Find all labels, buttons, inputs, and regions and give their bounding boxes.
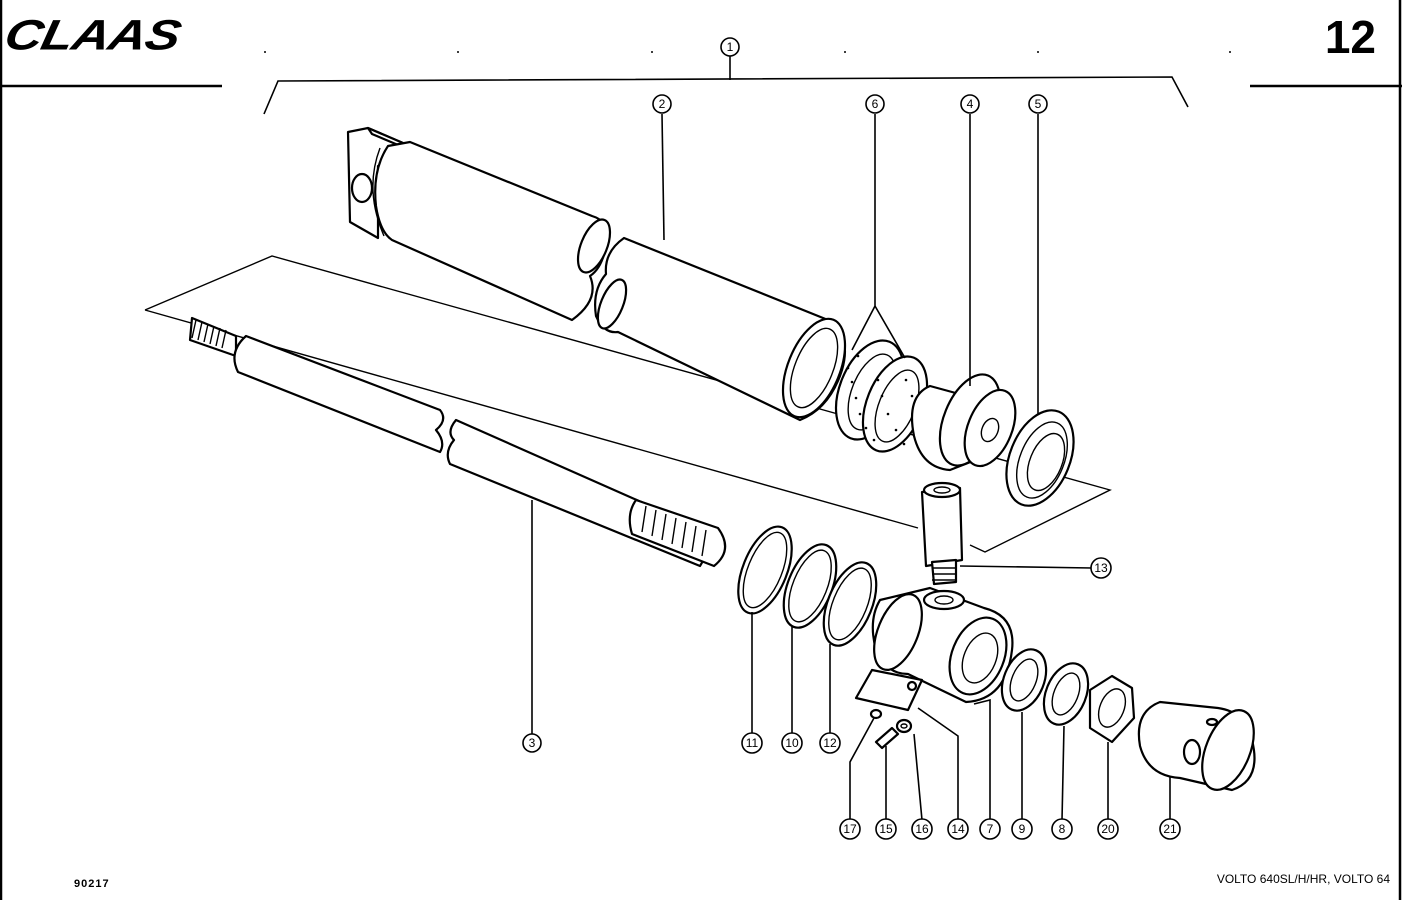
drawing-number: 90217 xyxy=(74,878,110,890)
callout-15: 15 xyxy=(875,818,897,840)
hex-nut xyxy=(1088,674,1136,744)
callout-17: 17 xyxy=(839,818,861,840)
svg-text:17: 17 xyxy=(843,822,857,836)
svg-text:13: 13 xyxy=(1094,561,1108,575)
seal-ring xyxy=(1005,409,1075,507)
callout-7: 7 xyxy=(979,818,1001,840)
callout-9: 9 xyxy=(1011,818,1033,840)
cylinder-head xyxy=(854,586,1014,712)
svg-text:5: 5 xyxy=(1035,97,1042,111)
assembly-bracket xyxy=(263,56,1189,115)
callout-20: 20 xyxy=(1097,818,1119,840)
svg-text:16: 16 xyxy=(915,822,929,836)
callout-8: 8 xyxy=(1051,818,1073,840)
callout-1: 1 xyxy=(720,37,740,57)
callout-10: 10 xyxy=(781,732,803,754)
fasteners xyxy=(869,708,913,750)
callout-6: 6 xyxy=(865,94,885,114)
svg-text:8: 8 xyxy=(1059,822,1066,836)
svg-text:10: 10 xyxy=(785,736,799,750)
washers xyxy=(1000,648,1090,726)
callout-5: 5 xyxy=(1028,94,1048,114)
model-designation: VOLTO 640SL/H/HR, VOLTO 64 xyxy=(1216,872,1390,886)
svg-text:7: 7 xyxy=(987,822,994,836)
svg-text:2: 2 xyxy=(659,97,666,111)
svg-text:9: 9 xyxy=(1019,822,1026,836)
svg-text:3: 3 xyxy=(529,736,536,750)
callout-2: 2 xyxy=(652,94,672,114)
callout-12: 12 xyxy=(819,732,841,754)
svg-text:4: 4 xyxy=(967,97,974,111)
bleed-fitting xyxy=(920,481,964,586)
callout-13: 13 xyxy=(1090,557,1112,579)
piston xyxy=(910,373,1017,472)
callout-4: 4 xyxy=(960,94,980,114)
leader-lines xyxy=(531,113,1171,821)
o-rings xyxy=(737,525,878,647)
callout-14: 14 xyxy=(947,818,969,840)
svg-text:12: 12 xyxy=(823,736,837,750)
callout-3: 3 xyxy=(522,733,542,753)
svg-text:21: 21 xyxy=(1163,822,1177,836)
rod-eye xyxy=(1137,700,1256,792)
callout-21: 21 xyxy=(1159,818,1181,840)
cylinder-tube xyxy=(346,126,847,422)
page-number: 12 xyxy=(1324,11,1376,63)
svg-text:15: 15 xyxy=(879,822,893,836)
svg-text:6: 6 xyxy=(872,97,879,111)
piston-rod xyxy=(188,316,727,568)
svg-text:11: 11 xyxy=(746,736,759,750)
svg-text:14: 14 xyxy=(951,822,965,836)
callout-16: 16 xyxy=(911,818,933,840)
guide-rings xyxy=(834,339,929,453)
callout-11: 11 xyxy=(741,732,763,754)
svg-text:1: 1 xyxy=(727,40,734,54)
svg-text:20: 20 xyxy=(1101,822,1115,836)
